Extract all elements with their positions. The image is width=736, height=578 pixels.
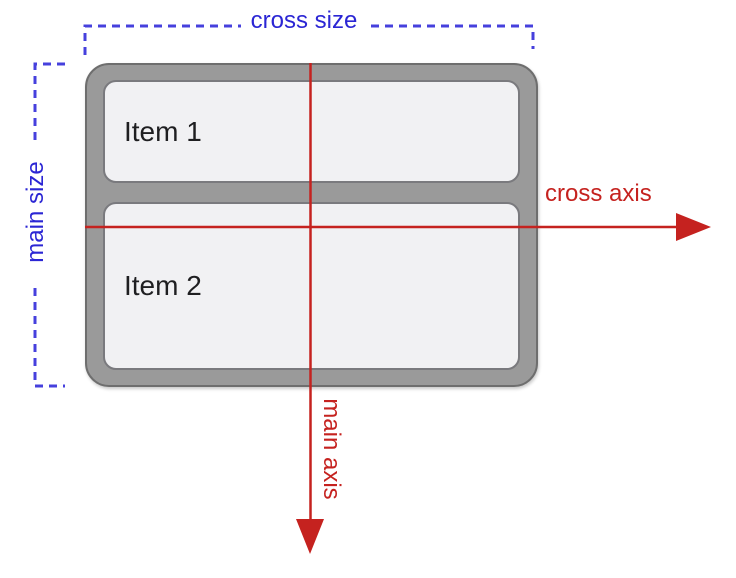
main-axis-label: main axis	[318, 398, 345, 500]
flex-item-1-label: Item 1	[124, 115, 202, 147]
cross-axis-arrowhead	[676, 213, 711, 241]
cross-size-label: cross size	[250, 7, 358, 34]
cross-axis-label: cross axis	[545, 180, 652, 207]
flex-item-1: Item 1	[103, 80, 520, 183]
main-size-bracket-top	[33, 62, 65, 146]
cross-size-bracket-right	[371, 24, 535, 49]
main-axis-arrowhead	[296, 519, 324, 554]
cross-size-bracket-left	[83, 24, 241, 55]
flex-item-2: Item 2	[103, 202, 520, 370]
main-size-label: main size	[22, 161, 49, 263]
flex-item-2-label: Item 2	[124, 270, 202, 301]
main-size-bracket-bottom	[33, 288, 65, 388]
